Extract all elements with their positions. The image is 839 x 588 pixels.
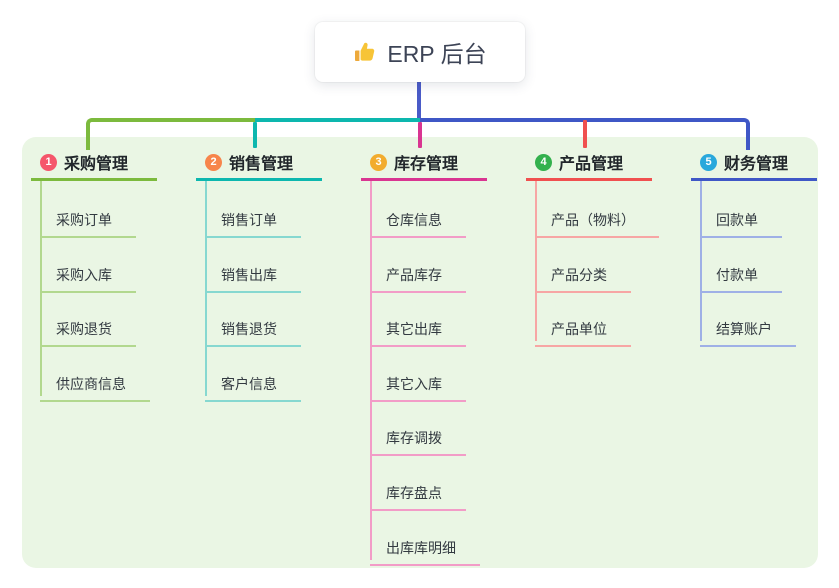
node-purchase-return[interactable]: 采购退货 xyxy=(40,309,136,347)
branch-spine-purchase xyxy=(40,178,42,396)
branch-spine-sales xyxy=(205,178,207,396)
node-sales-outbound[interactable]: 销售出库 xyxy=(205,255,301,293)
node-settlement-account[interactable]: 结算账户 xyxy=(700,309,796,347)
branch-title: 产品管理 xyxy=(559,156,624,173)
thumbs-up-icon xyxy=(353,40,377,64)
connector-branch4-drop xyxy=(583,120,587,148)
branch-title: 销售管理 xyxy=(229,156,294,173)
node-other-outbound[interactable]: 其它出库 xyxy=(370,309,466,347)
node-product-stock[interactable]: 产品库存 xyxy=(370,255,466,293)
connector-branch3-drop xyxy=(418,122,422,148)
branch-header-product[interactable]: 4 产品管理 xyxy=(526,146,652,181)
badge-4: 4 xyxy=(535,153,552,171)
node-other-inbound[interactable]: 其它入库 xyxy=(370,364,466,402)
node-receipt-slip[interactable]: 回款单 xyxy=(700,200,782,238)
node-purchase-order[interactable]: 采购订单 xyxy=(40,200,136,238)
node-supplier-info[interactable]: 供应商信息 xyxy=(40,364,150,402)
node-customer-info[interactable]: 客户信息 xyxy=(205,364,301,402)
connector-branch1-elbow xyxy=(86,118,255,150)
branch-title: 财务管理 xyxy=(724,156,789,173)
node-warehouse-info[interactable]: 仓库信息 xyxy=(370,200,466,238)
connector-branch2-segment xyxy=(255,118,420,122)
node-sales-order[interactable]: 销售订单 xyxy=(205,200,301,238)
branch-header-inventory[interactable]: 3 库存管理 xyxy=(361,146,487,181)
node-sales-return[interactable]: 销售退货 xyxy=(205,309,301,347)
node-stock-transfer[interactable]: 库存调拨 xyxy=(370,418,466,456)
badge-3: 3 xyxy=(370,153,387,171)
branch-spine-inventory xyxy=(370,178,372,560)
node-purchase-inbound[interactable]: 采购入库 xyxy=(40,255,136,293)
branch-spine-finance xyxy=(700,178,702,341)
branch-title: 库存管理 xyxy=(394,156,459,173)
badge-5: 5 xyxy=(700,153,717,171)
node-payment-slip[interactable]: 付款单 xyxy=(700,255,782,293)
branch-spine-product xyxy=(535,178,537,341)
branches-background-panel xyxy=(22,137,818,568)
root-node-erp[interactable]: ERP 后台 xyxy=(315,22,525,82)
branch-title: 采购管理 xyxy=(64,156,129,173)
branch-header-purchase[interactable]: 1 采购管理 xyxy=(31,146,157,181)
connector-branch2-drop xyxy=(253,122,257,148)
badge-2: 2 xyxy=(205,153,222,171)
root-connector-line xyxy=(417,82,421,120)
branch-header-finance[interactable]: 5 财务管理 xyxy=(691,146,817,181)
root-node-title: ERP 后台 xyxy=(387,41,487,67)
node-stock-count[interactable]: 库存盘点 xyxy=(370,473,466,511)
branch-header-sales[interactable]: 2 销售管理 xyxy=(196,146,322,181)
node-outbound-detail[interactable]: 出库库明细 xyxy=(370,528,480,566)
node-product-category[interactable]: 产品分类 xyxy=(535,255,631,293)
node-product-material[interactable]: 产品（物料） xyxy=(535,200,659,238)
badge-1: 1 xyxy=(40,153,57,171)
node-product-unit[interactable]: 产品单位 xyxy=(535,309,631,347)
